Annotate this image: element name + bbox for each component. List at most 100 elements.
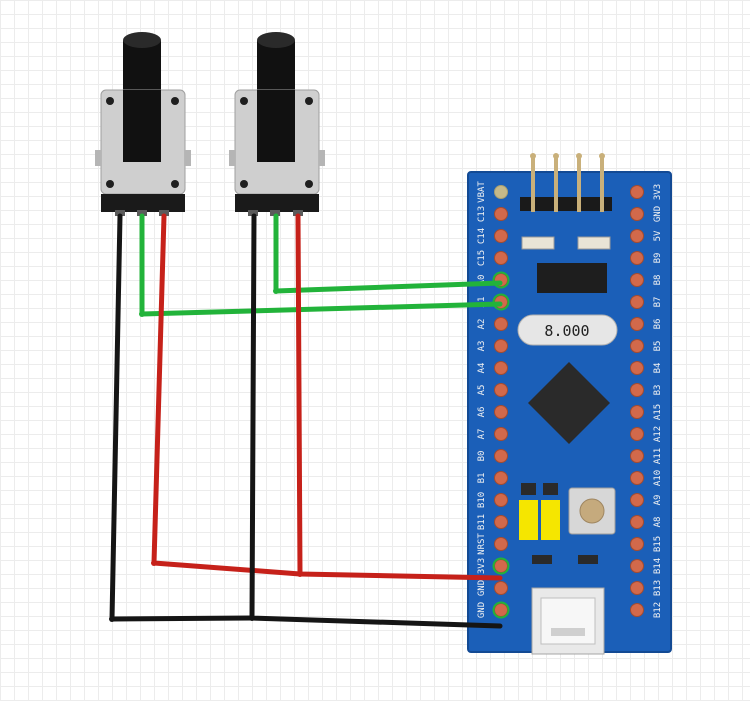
pin-label: A5 bbox=[477, 385, 487, 396]
pin-label: A9 bbox=[653, 495, 663, 506]
pin-label: B11 bbox=[477, 514, 487, 530]
pin-pad-r-17[interactable] bbox=[630, 559, 644, 573]
pin-label: A1 bbox=[477, 297, 487, 308]
pin-label: A3 bbox=[477, 341, 487, 352]
pin-pad-r-8[interactable] bbox=[630, 361, 644, 375]
connected-pin-marker bbox=[492, 271, 510, 289]
pin-label: B7 bbox=[653, 297, 663, 308]
pin-pad-l-12[interactable] bbox=[494, 449, 508, 463]
pin-label: A12 bbox=[653, 426, 663, 442]
pin-label: B14 bbox=[653, 558, 663, 574]
pin-pad-r-2[interactable] bbox=[630, 229, 644, 243]
pin-pad-l-3[interactable] bbox=[494, 251, 508, 265]
pin-label: A0 bbox=[477, 275, 487, 286]
crystal-label: 8.000 bbox=[544, 322, 589, 340]
pin-pad-r-14[interactable] bbox=[630, 493, 644, 507]
pin-label: B15 bbox=[653, 536, 663, 552]
wire-gnd-left[interactable] bbox=[109, 213, 255, 622]
pin-label: B0 bbox=[477, 451, 487, 462]
crystal bbox=[517, 314, 618, 346]
left-pin-column: VBATC13C14C15A0A1A2A3A4A5A6A7B0B1B10B11N… bbox=[477, 181, 510, 619]
pin-pad-r-3[interactable] bbox=[630, 251, 644, 265]
wire-signal-right-a0[interactable] bbox=[273, 213, 503, 294]
pin-pad-l-18[interactable] bbox=[494, 581, 508, 595]
pin-label: C15 bbox=[477, 250, 487, 266]
pin-pad-r-5[interactable] bbox=[630, 295, 644, 309]
pin-pad-r-15[interactable] bbox=[630, 515, 644, 529]
pin-label: C13 bbox=[477, 206, 487, 222]
pin-pad-l-10[interactable] bbox=[494, 405, 508, 419]
pin-label: GND bbox=[653, 206, 663, 222]
smd-led-1 bbox=[521, 236, 555, 250]
pin-pad-r-18[interactable] bbox=[630, 581, 644, 595]
pin-pad-l-16[interactable] bbox=[494, 537, 508, 551]
pin-label: GND bbox=[477, 580, 487, 596]
pin-label: B4 bbox=[653, 363, 663, 374]
pin-label: B12 bbox=[653, 602, 663, 618]
pin-label: GND bbox=[477, 602, 487, 618]
pin-pad-l-1[interactable] bbox=[494, 207, 508, 221]
pin-pad-l-6[interactable] bbox=[494, 317, 508, 331]
pin-pad-l-14[interactable] bbox=[494, 493, 508, 507]
pin-pad-r-7[interactable] bbox=[630, 339, 644, 353]
pin-pad-r-0[interactable] bbox=[630, 185, 644, 199]
pin-pad-l-7[interactable] bbox=[494, 339, 508, 353]
right-pin-column: 3V3GND5VB9B8B7B6B5B4B3A15A12A11A10A9A8B1… bbox=[630, 184, 663, 618]
pin-label: A10 bbox=[653, 470, 663, 486]
pin-label: B6 bbox=[653, 319, 663, 330]
programming-header bbox=[520, 153, 612, 212]
pin-pad-r-9[interactable] bbox=[630, 383, 644, 397]
pin-pad-r-10[interactable] bbox=[630, 405, 644, 419]
pin-label: 3V3 bbox=[653, 184, 663, 200]
pin-pad-l-9[interactable] bbox=[494, 383, 508, 397]
wire-signal-left-a1[interactable] bbox=[139, 213, 503, 317]
pin-pad-r-19[interactable] bbox=[630, 603, 644, 617]
stm32-board: 8.000 VBATC13C14C15A0A1A2A3A4A5A6A7B0B1B… bbox=[467, 153, 672, 655]
pin-pad-r-1[interactable] bbox=[630, 207, 644, 221]
pin-label: A15 bbox=[653, 404, 663, 420]
usb-connector bbox=[531, 587, 605, 655]
pin-label: 5V bbox=[653, 230, 663, 241]
pin-label: B8 bbox=[653, 275, 663, 286]
mcu-chip bbox=[528, 362, 610, 444]
pin-pad-l-13[interactable] bbox=[494, 471, 508, 485]
pin-pad-r-11[interactable] bbox=[630, 427, 644, 441]
pin-pad-r-6[interactable] bbox=[630, 317, 644, 331]
pin-label: B10 bbox=[477, 492, 487, 508]
pin-label: A8 bbox=[653, 517, 663, 528]
pin-pad-l-19[interactable] bbox=[494, 603, 508, 617]
pin-pad-l-17[interactable] bbox=[494, 559, 508, 573]
pin-pad-l-15[interactable] bbox=[494, 515, 508, 529]
regulator-chip bbox=[537, 263, 607, 293]
pin-pad-l-11[interactable] bbox=[494, 427, 508, 441]
pin-label: B5 bbox=[653, 341, 663, 352]
pin-label: B1 bbox=[477, 473, 487, 484]
wire-gnd-right[interactable] bbox=[249, 213, 503, 629]
boot-jumpers bbox=[519, 483, 560, 540]
connected-pin-marker bbox=[492, 601, 510, 619]
pin-pad-l-2[interactable] bbox=[494, 229, 508, 243]
pin-pad-r-13[interactable] bbox=[630, 471, 644, 485]
pin-label: 3V3 bbox=[477, 558, 487, 574]
pin-label: B9 bbox=[653, 253, 663, 264]
pin-pad-l-8[interactable] bbox=[494, 361, 508, 375]
smd-part-2 bbox=[578, 555, 598, 564]
pin-pad-r-16[interactable] bbox=[630, 537, 644, 551]
pin-pad-r-12[interactable] bbox=[630, 449, 644, 463]
pin-label: A11 bbox=[653, 448, 663, 464]
pin-label: NRST bbox=[477, 533, 487, 555]
pin-label: B13 bbox=[653, 580, 663, 596]
pin-label: A6 bbox=[477, 407, 487, 418]
pot-left bbox=[95, 32, 191, 216]
pin-pad-r-4[interactable] bbox=[630, 273, 644, 287]
pin-label: VBAT bbox=[477, 181, 487, 203]
pin-label: C14 bbox=[477, 228, 487, 244]
smd-led-2 bbox=[577, 236, 611, 250]
pin-label: A7 bbox=[477, 429, 487, 440]
pot-right bbox=[229, 32, 325, 216]
connected-pin-marker bbox=[492, 557, 510, 575]
pin-pad-l-0[interactable] bbox=[494, 185, 508, 199]
reset-button[interactable] bbox=[568, 487, 616, 535]
pin-label: A2 bbox=[477, 319, 487, 330]
